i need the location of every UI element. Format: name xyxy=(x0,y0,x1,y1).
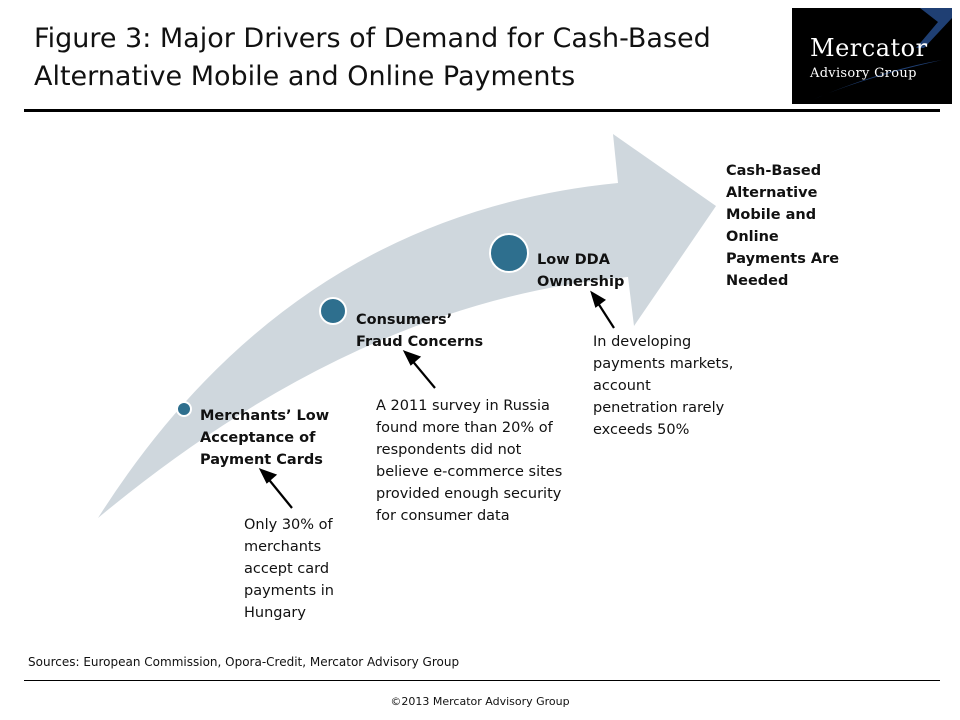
driver-marker-fraud xyxy=(319,297,347,325)
logo-text-primary: Mercator xyxy=(810,34,928,62)
driver-marker-merchants xyxy=(176,401,192,417)
sources-text: Sources: European Commission, Opora-Cred… xyxy=(28,655,460,669)
figure-title-line-2: Alternative Mobile and Online Payments xyxy=(34,61,576,92)
figure-title-line-1: Figure 3: Major Drivers of Demand for Ca… xyxy=(34,23,711,54)
footer-divider xyxy=(24,680,940,681)
progress-arrow xyxy=(98,134,716,518)
logo-text-secondary: Advisory Group xyxy=(810,66,917,81)
driver-marker-dda xyxy=(489,233,529,273)
note-fraud: A 2011 survey in Russia found more than … xyxy=(376,398,563,524)
mercator-logo: Mercator Advisory Group xyxy=(792,8,952,104)
figure-title: Figure 3: Major Drivers of Demand for Ca… xyxy=(34,20,774,96)
driver-label-dda: Low DDA Ownership xyxy=(537,252,625,290)
note-dda: In developing payments markets, account … xyxy=(593,334,734,438)
callout-arrows xyxy=(258,290,615,509)
driver-label-merchants: Merchants’ Low Acceptance of Payment Car… xyxy=(200,408,330,468)
driver-label-fraud: Consumers’ Fraud Concerns xyxy=(356,312,484,350)
callout-arrow-dda xyxy=(590,290,615,329)
logo-swoosh-icon xyxy=(812,8,952,100)
title-divider xyxy=(24,109,940,112)
callout-arrow-merchants xyxy=(258,468,293,509)
copyright-text: ©2013 Mercator Advisory Group xyxy=(390,695,570,708)
note-merchants: Only 30% of merchants accept card paymen… xyxy=(244,517,334,621)
callout-arrow-fraud xyxy=(402,350,436,389)
outcome-label: Cash-Based Alternative Mobile and Online… xyxy=(726,163,840,289)
